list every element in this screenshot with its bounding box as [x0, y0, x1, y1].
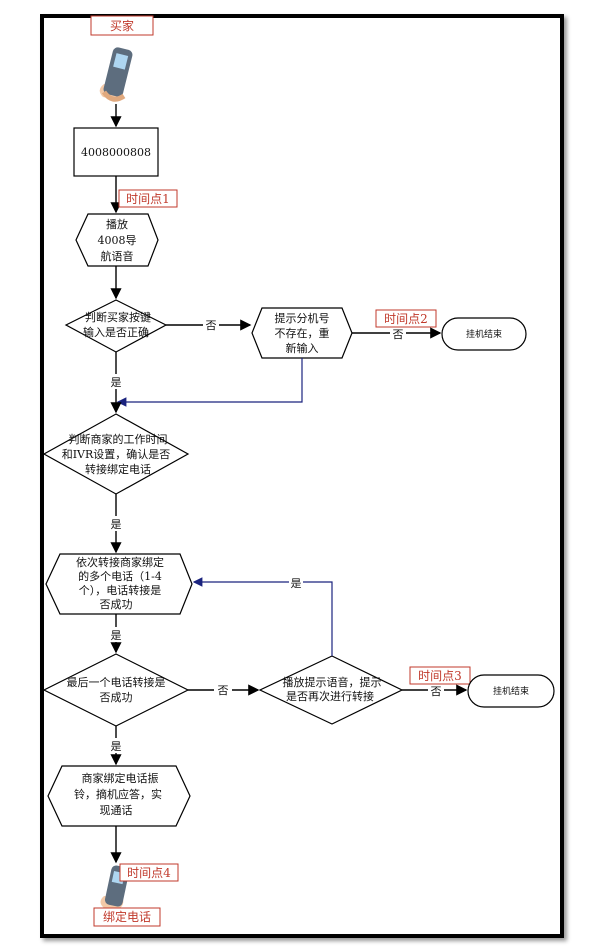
- transfer-seq-line-2: 的多个电话（1-4: [78, 569, 162, 583]
- edge-yes-label-1: 是: [111, 376, 122, 389]
- hangup-2-label: 挂机结束: [493, 685, 529, 697]
- bound-phone-actor: 绑定电话: [93, 907, 161, 927]
- timepoint-4-tag: 时间点4: [119, 863, 179, 882]
- prompt-ext-line-3: 新输入: [286, 341, 319, 355]
- play-nav-line-1: 播放: [106, 217, 128, 231]
- check-hours-line-3: 转接绑定电话: [85, 462, 151, 476]
- play-nav-line-3: 航语音: [101, 249, 134, 263]
- check-key-decision: 判断买家按键 输入是否正确: [64, 299, 168, 353]
- check-key-line-2: 输入是否正确: [83, 325, 149, 339]
- check-key-line-1: 判断买家按键: [85, 310, 151, 324]
- transfer-seq-node: 依次转接商家绑定 的多个电话（1-4 个），电话转接是 否成功: [45, 553, 193, 615]
- edge-no-label-3: 否: [218, 684, 229, 697]
- play-nav-line-2: 4008导: [98, 234, 137, 247]
- check-hours-line-1: 判断商家的工作时间: [69, 432, 168, 446]
- edge-no-label-4: 否: [431, 685, 442, 698]
- edge-no-label-1: 否: [206, 319, 217, 332]
- check-last-line-1: 最后一个电话转接是: [67, 675, 166, 689]
- check-last-line-2: 否成功: [100, 691, 133, 704]
- ring-node: 商家绑定电话振 铃，摘机应答，实 现通话: [47, 765, 191, 827]
- edge-yes-label-3: 是: [111, 629, 122, 642]
- transfer-seq-line-3: 个），电话转接是: [79, 583, 162, 597]
- edge-yes-label-4: 是: [111, 740, 122, 753]
- timepoint-1-tag: 时间点1: [118, 189, 178, 208]
- check-last-decision: 最后一个电话转接是 否成功: [42, 653, 190, 727]
- ring-line-3: 现通话: [100, 804, 133, 817]
- hotline-number: 4008000808: [81, 146, 151, 159]
- timepoint-2-tag: 时间点2: [375, 309, 437, 328]
- hangup-1-label: 挂机结束: [466, 328, 502, 340]
- prompt-ext-line-2: 不存在，重: [275, 326, 330, 340]
- check-hours-decision: 判断商家的工作时间 和IVR设置，确认是否 转接绑定电话: [42, 413, 190, 495]
- timepoint-3-tag: 时间点3: [409, 666, 471, 685]
- hotline-box: 4008000808: [73, 127, 159, 177]
- hangup-2-terminal: 挂机结束: [467, 674, 555, 708]
- edge-yes-label-loop: 是: [291, 577, 302, 590]
- hangup-1-terminal: 挂机结束: [441, 317, 527, 351]
- play-retry-line-2: 是否再次进行转接: [286, 689, 374, 703]
- buyer-actor: 买家: [90, 15, 154, 36]
- edge-no-label-2: 否: [393, 328, 404, 341]
- timepoint-2-label: 时间点2: [384, 312, 428, 326]
- bound-phone-label: 绑定电话: [103, 909, 151, 924]
- play-retry-decision: 播放提示语音，提示 是否再次进行转接: [258, 655, 404, 725]
- play-nav-node: 播放 4008导 航语音: [75, 213, 159, 267]
- timepoint-1-label: 时间点1: [126, 192, 170, 206]
- timepoint-3-label: 时间点3: [418, 669, 462, 683]
- timepoint-4-label: 时间点4: [127, 866, 171, 880]
- check-hours-line-2: 和IVR设置，确认是否: [62, 448, 171, 461]
- play-retry-line-1: 播放提示语音，提示: [283, 675, 382, 689]
- transfer-seq-line-4: 否成功: [100, 598, 133, 611]
- prompt-ext-node: 提示分机号 不存在，重 新输入: [251, 307, 353, 359]
- edge-yes-label-2: 是: [111, 518, 122, 531]
- transfer-seq-line-1: 依次转接商家绑定: [76, 555, 164, 569]
- ring-line-1: 商家绑定电话振: [82, 771, 159, 785]
- buyer-label: 买家: [110, 18, 134, 33]
- phone-icon: [99, 47, 133, 102]
- ring-line-2: 铃，摘机应答，实: [74, 787, 162, 801]
- prompt-ext-line-1: 提示分机号: [275, 311, 330, 325]
